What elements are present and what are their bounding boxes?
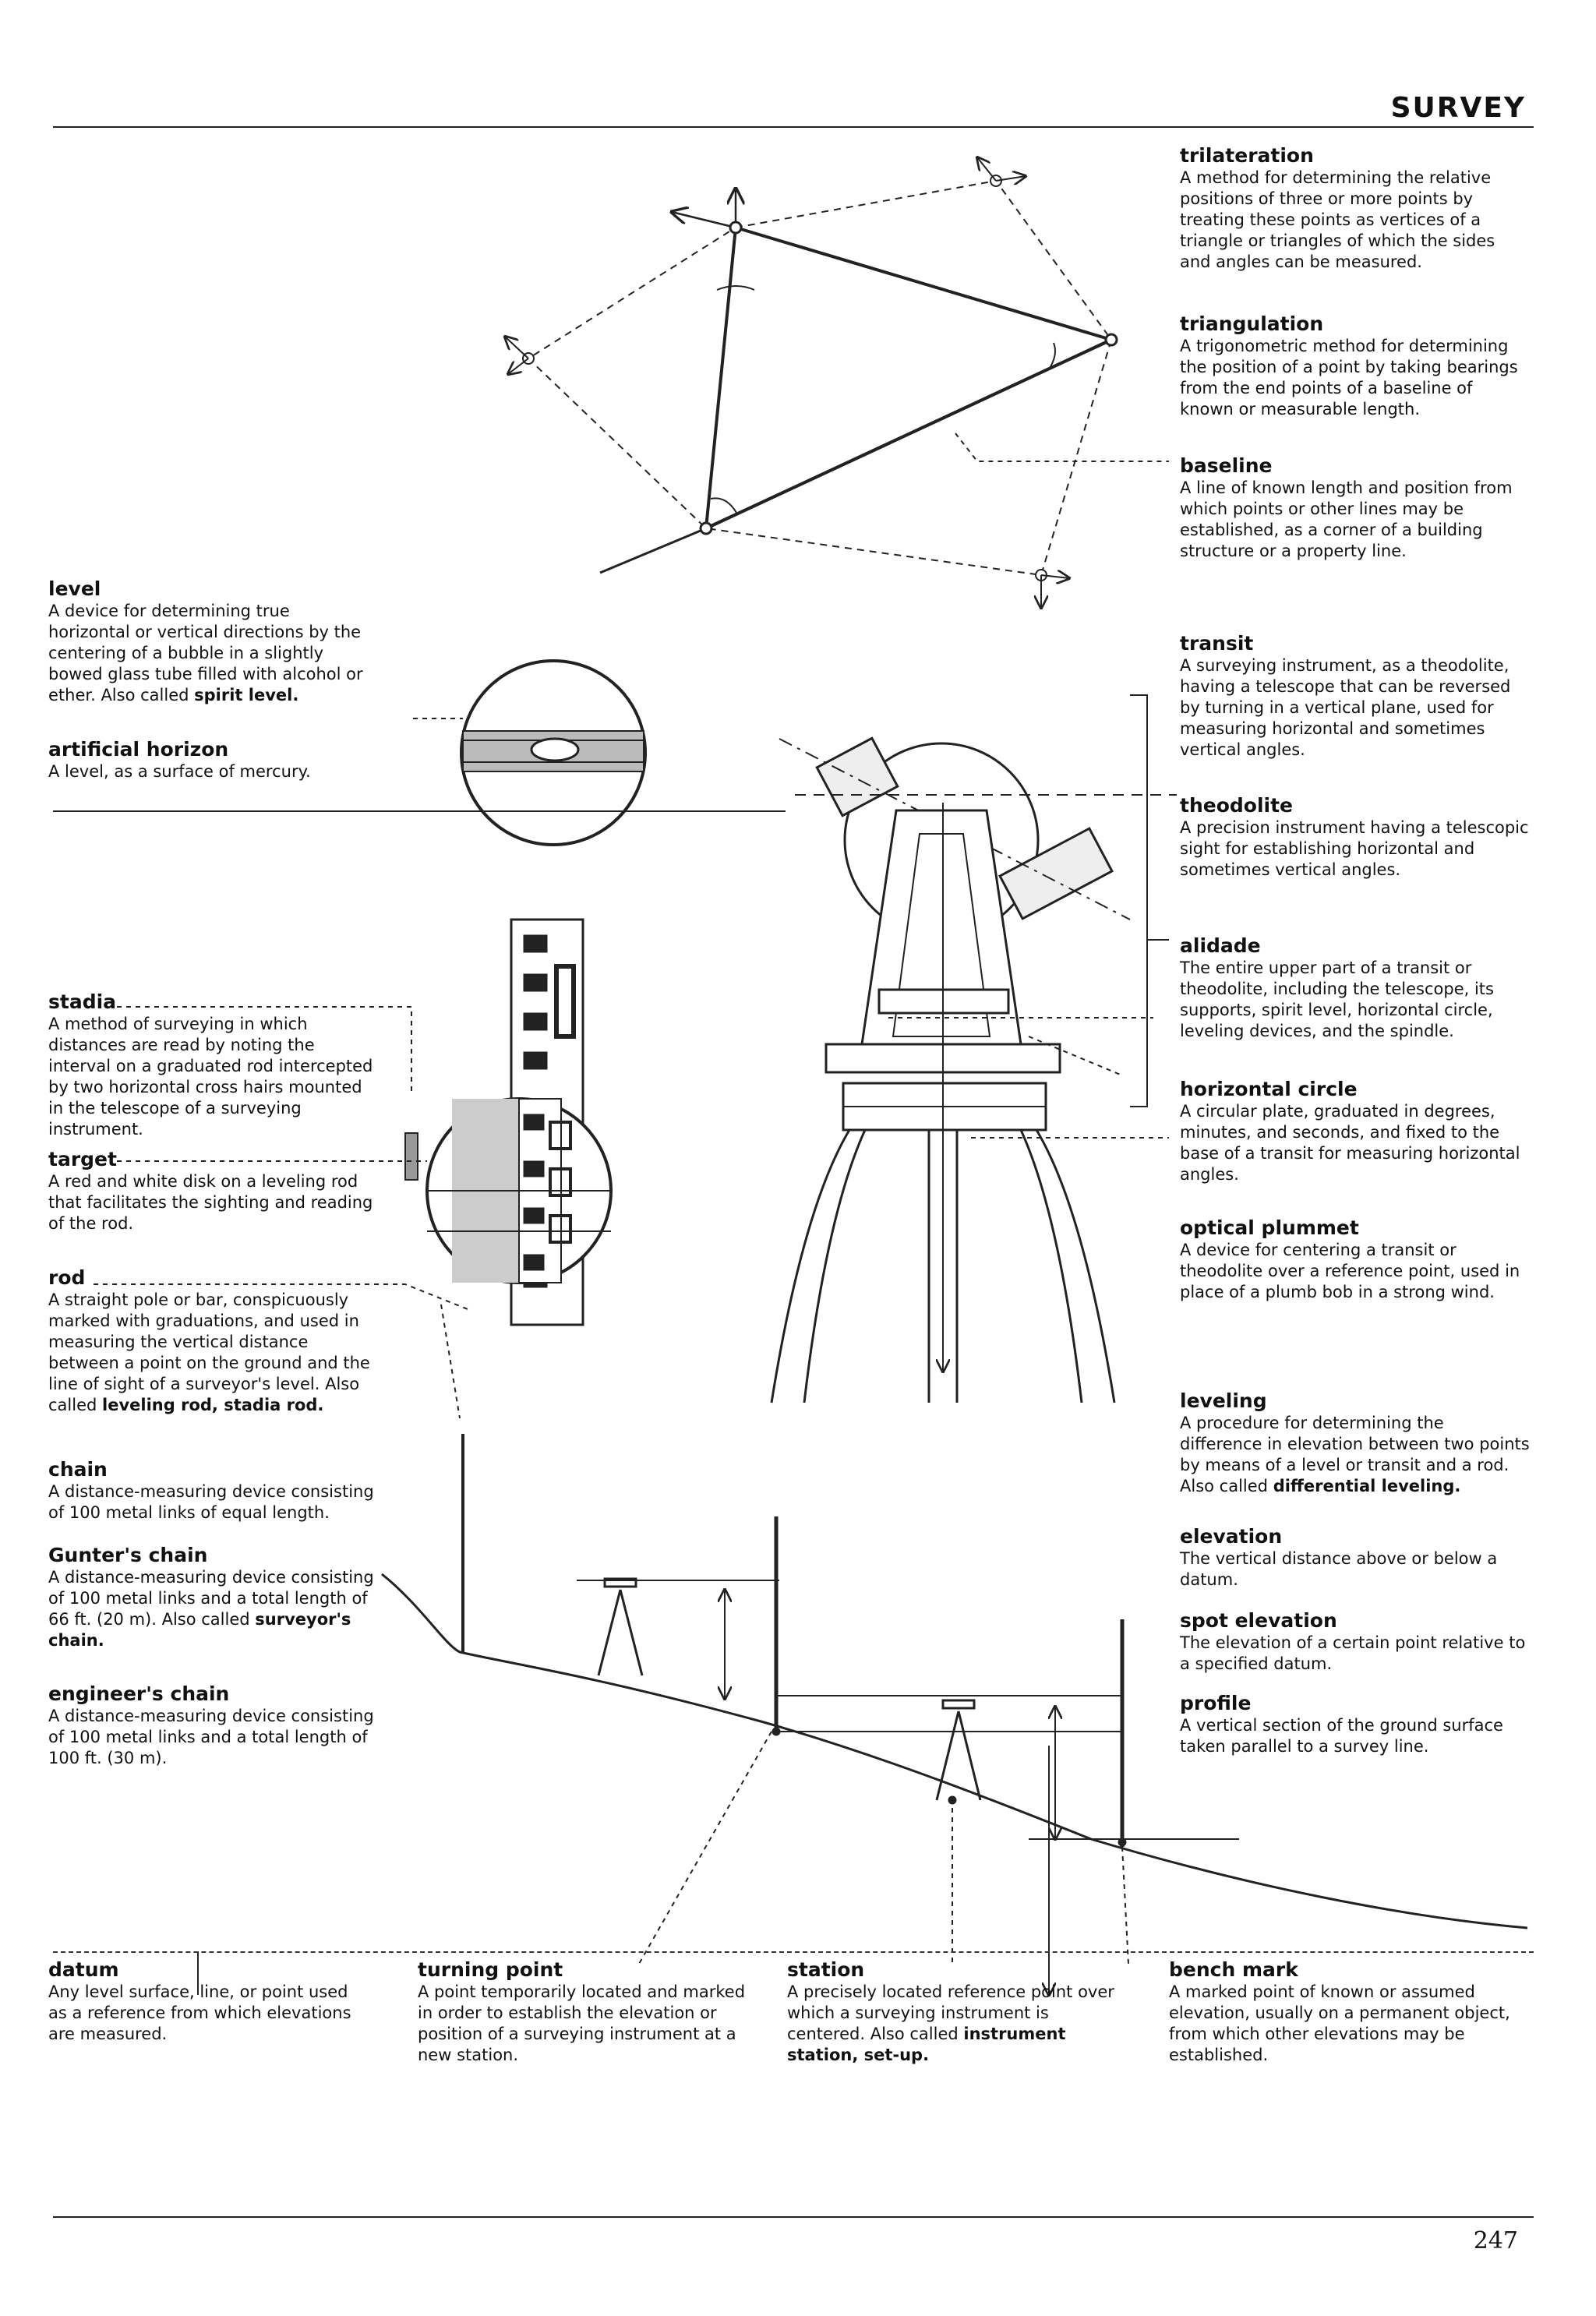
def-profile: profile A vertical section of the ground… [1180,1693,1531,1757]
definition-text: A method of surveying in which distances… [48,1014,376,1140]
term: turning point [418,1959,761,1980]
definition-text: A distance-measuring device consisting o… [48,1706,376,1769]
term: baseline [1180,455,1531,476]
definition-text: A trigonometric method for determining t… [1180,336,1531,420]
definition-text: A line of known length and position from… [1180,478,1531,562]
definition-text: A circular plate, graduated in degrees, … [1180,1101,1531,1185]
term: spot elevation [1180,1610,1531,1631]
definition-text: A vertical section of the ground surface… [1180,1715,1531,1757]
term: transit [1180,633,1531,654]
def-target: target A red and white disk on a levelin… [48,1149,376,1234]
def-bench-mark: bench mark A marked point of known or as… [1169,1959,1520,2066]
term: alidade [1180,935,1531,956]
def-triangulation: triangulation A trigonometric method for… [1180,313,1531,420]
term: bench mark [1169,1959,1520,1980]
triangulation-diagram [505,157,1169,608]
page-number: 247 [1474,2227,1518,2254]
term: station [787,1959,1130,1980]
definition-text: A device for determining true horizontal… [48,601,376,706]
footer-rule [53,2216,1534,2218]
term: trilateration [1180,145,1531,166]
def-chain: chain A distance-measuring device consis… [48,1459,376,1523]
def-stadia: stadia A method of surveying in which di… [48,991,376,1140]
def-leveling: leveling A procedure for determining the… [1180,1390,1531,1497]
term: leveling [1180,1390,1531,1411]
baseline-extension [600,528,706,573]
term: engineer's chain [48,1683,376,1704]
def-engineers-chain: engineer's chain A distance-measuring de… [48,1683,376,1769]
definition-text: Any level surface, line, or point used a… [48,1982,360,2045]
also-called: leveling rod, stadia rod. [102,1396,323,1414]
trilateration-dashed-lines [528,181,1111,575]
definition-text: A surveying instrument, as a theodolite,… [1180,655,1531,761]
also-called: spirit level. [194,686,298,704]
definition-text: A precision instrument having a telescop… [1180,817,1531,881]
definition-text: A distance-measuring device consisting o… [48,1481,376,1523]
def-theodolite: theodolite A precision instrument having… [1180,795,1531,881]
def-horizontal-circle: horizontal circle A circular plate, grad… [1180,1079,1531,1185]
definition-text: A procedure for determining the differen… [1180,1413,1531,1497]
transit-drawing [772,695,1177,1403]
def-trilateration: trilateration A method for determining t… [1180,145,1531,273]
definition-text: A red and white disk on a leveling rod t… [48,1171,376,1234]
def-datum: datum Any level surface, line, or point … [48,1959,360,2045]
term: triangulation [1180,313,1531,334]
definition-text: A precisely located reference point over… [787,1982,1130,2066]
definition-text: A straight pole or bar, conspicuously ma… [48,1290,376,1416]
term: level [48,578,376,599]
term: profile [1180,1693,1531,1714]
def-rod: rod A straight pole or bar, conspicuousl… [48,1267,376,1416]
definition-text: A method for determining the relative po… [1180,168,1531,273]
def-transit: transit A surveying instrument, as a the… [1180,633,1531,761]
def-elevation: elevation The vertical distance above or… [1180,1526,1531,1590]
def-gunters-chain: Gunter's chain A distance-measuring devi… [48,1545,376,1651]
def-spot-elevation: spot elevation The elevation of a certai… [1180,1610,1531,1675]
definition-text: The vertical distance above or below a d… [1180,1548,1531,1590]
term: theodolite [1180,795,1531,816]
term: stadia [48,991,376,1012]
level-detail [413,661,645,845]
term: horizontal circle [1180,1079,1531,1100]
definition-text: The elevation of a certain point relativ… [1180,1633,1531,1675]
definition-text: A level, as a surface of mercury. [48,761,376,782]
term: elevation [1180,1526,1531,1547]
also-called: differential leveling. [1273,1477,1461,1495]
definition-text: A marked point of known or assumed eleva… [1169,1982,1520,2066]
term: artificial horizon [48,739,376,760]
def-level: level A device for determining true hori… [48,578,376,706]
def-turning-point: turning point A point temporarily locate… [418,1959,761,2066]
definition-text: A point temporarily located and marked i… [418,1982,761,2066]
definition-text: The entire upper part of a transit or th… [1180,958,1531,1042]
def-alidade: alidade The entire upper part of a trans… [1180,935,1531,1042]
triangle-outline [706,228,1111,528]
term: datum [48,1959,360,1980]
definition-text: A device for centering a transit or theo… [1180,1240,1531,1303]
term: target [48,1149,376,1170]
def-artificial-horizon: artificial horizon A level, as a surface… [48,739,376,782]
def-station: station A precisely located reference po… [787,1959,1130,2066]
definition-text: A distance-measuring device consisting o… [48,1567,376,1651]
term: rod [48,1267,376,1288]
level-section-rule [53,810,786,812]
def-baseline: baseline A line of known length and posi… [1180,455,1531,562]
datum-line [53,1951,1534,1953]
term: chain [48,1459,376,1480]
term: Gunter's chain [48,1545,376,1566]
def-optical-plummet: optical plummet A device for centering a… [1180,1217,1531,1303]
term: optical plummet [1180,1217,1531,1238]
